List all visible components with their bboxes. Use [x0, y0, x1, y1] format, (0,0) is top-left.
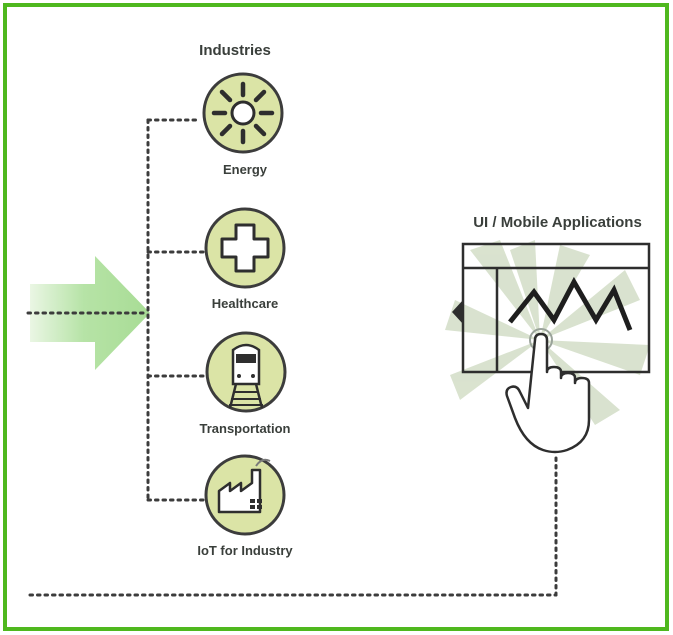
transportation-label: Transportation	[199, 421, 291, 436]
energy-label: Energy	[222, 162, 268, 177]
healthcare-badge	[204, 207, 286, 289]
factory-icon	[217, 458, 271, 514]
applications-label: UI / Mobile Applications	[473, 214, 642, 231]
connector-lines	[26, 118, 558, 597]
iot-badge	[204, 454, 286, 536]
hand-pointer-icon	[505, 332, 591, 454]
frame-border	[3, 3, 669, 631]
line-graph-icon	[508, 276, 633, 331]
diagram-title: Industries	[199, 42, 271, 59]
sun-icon	[211, 81, 275, 145]
transportation-badge	[205, 331, 287, 413]
iot-label: IoT for Industry	[197, 543, 293, 558]
sidebar-toggle-icon	[452, 300, 463, 324]
energy-badge	[202, 72, 284, 154]
medical-cross-icon	[220, 223, 270, 273]
healthcare-label: Healthcare	[211, 296, 279, 311]
train-icon	[228, 343, 264, 409]
application-illustration	[445, 240, 651, 454]
sun-core	[230, 100, 256, 126]
